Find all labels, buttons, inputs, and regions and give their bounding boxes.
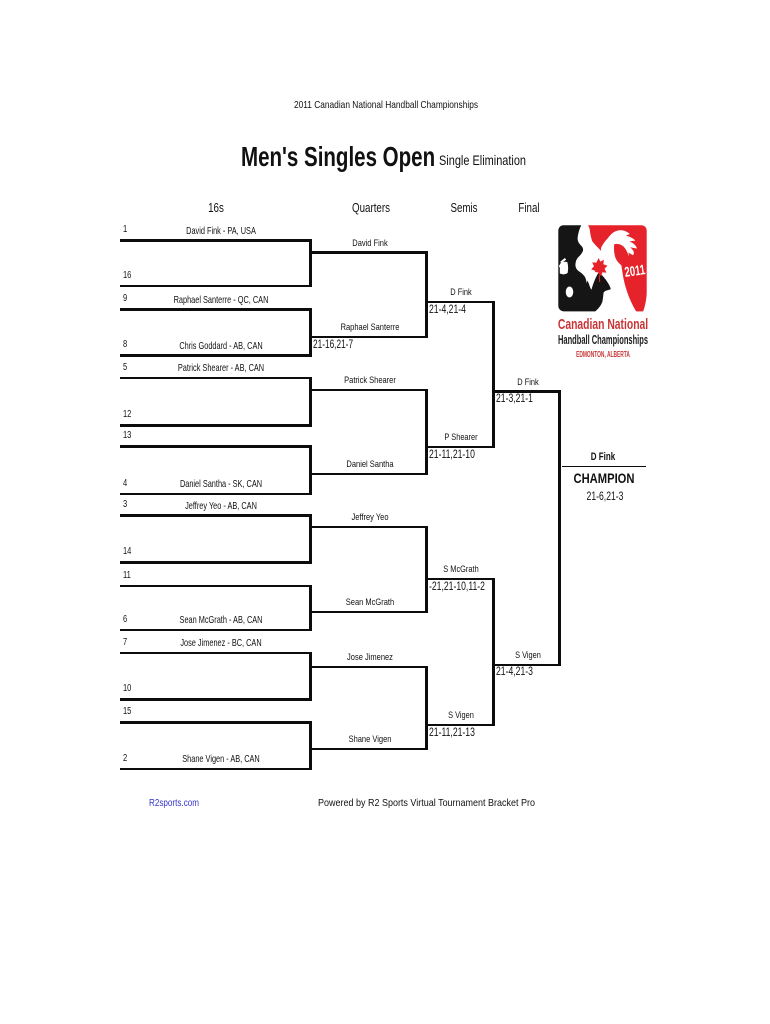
svg-text:2011: 2011 <box>623 261 646 280</box>
